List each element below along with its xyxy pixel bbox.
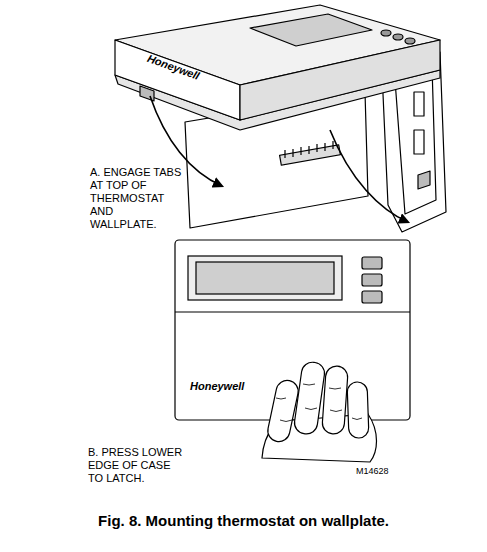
display-window — [250, 14, 372, 46]
terminal-strip — [280, 145, 341, 165]
case-front-face — [115, 40, 240, 120]
display-window — [196, 262, 334, 294]
display-bezel — [188, 256, 342, 300]
wallplate-slot — [414, 92, 424, 116]
button — [362, 274, 382, 286]
motion-arrow — [330, 130, 408, 222]
figure-code: M14628 — [356, 466, 389, 476]
finger — [266, 378, 300, 443]
knuckle-lines — [276, 384, 362, 422]
terminal-strip-lines — [285, 141, 333, 158]
brand-logo: Honeywell — [190, 380, 244, 392]
figure-caption: Fig. 8. Mounting thermostat on wallplate… — [98, 512, 389, 529]
button — [362, 257, 382, 269]
wallplate-slot — [414, 130, 424, 154]
finger — [347, 382, 369, 439]
case-side-face — [240, 40, 440, 120]
finger — [322, 365, 349, 434]
instruction-label: A. ENGAGE TABS AT TOP OF THERMOSTAT AND … — [90, 166, 182, 231]
case-seam — [175, 311, 410, 312]
instruction-label: B. PRESS LOWER EDGE OF CASE TO LATCH. — [88, 446, 188, 485]
wallplate-tab — [418, 171, 430, 189]
button — [393, 34, 403, 40]
button — [381, 30, 391, 36]
case-tab — [140, 86, 154, 101]
button — [362, 291, 382, 303]
button — [405, 38, 415, 44]
finger — [293, 361, 326, 436]
